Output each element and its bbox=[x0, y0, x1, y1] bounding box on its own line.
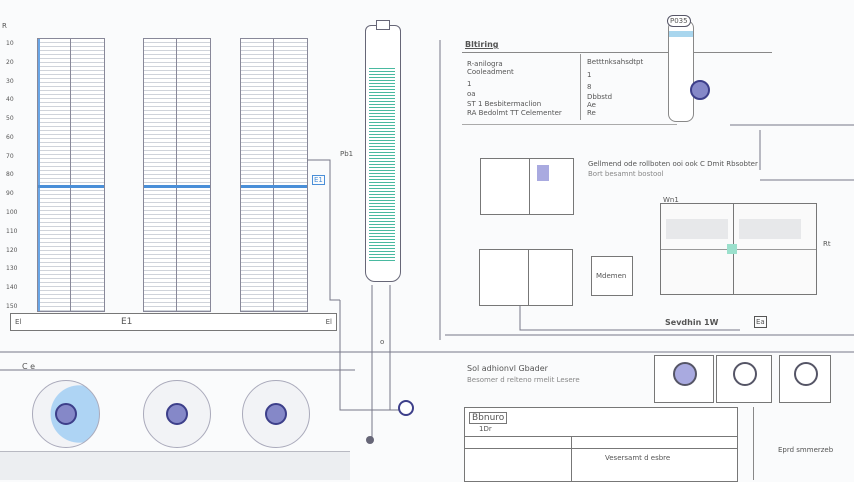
mid-heading: Gellmend ode rollboten ooi ook C Dmit Rb… bbox=[588, 160, 758, 168]
axis-label: 130 bbox=[6, 265, 18, 273]
item: Betttnksahsdtpt bbox=[587, 58, 644, 66]
axis-label: 70 bbox=[6, 152, 14, 160]
signal-icon bbox=[794, 362, 818, 386]
gauge-label: C e bbox=[22, 362, 36, 371]
axis-label: 90 bbox=[6, 190, 14, 198]
axis-label: 30 bbox=[6, 77, 14, 85]
module-1 bbox=[480, 158, 574, 215]
bar-left-label: El bbox=[15, 318, 22, 326]
corner-label: R bbox=[2, 22, 7, 30]
tube-cap: P035 bbox=[667, 15, 691, 27]
rack-3 bbox=[240, 38, 308, 312]
item: R-anilogra bbox=[467, 60, 503, 68]
rack-2 bbox=[143, 38, 211, 312]
item: 1 bbox=[467, 80, 472, 88]
axis-label: 20 bbox=[6, 58, 14, 66]
gauge-2 bbox=[143, 380, 211, 448]
bottom-subheading: Besomer d relteno rmelit Lesere bbox=[467, 376, 580, 384]
column-packing bbox=[369, 66, 395, 261]
icon-button-1[interactable] bbox=[654, 355, 714, 403]
right-label: Rt bbox=[823, 240, 831, 248]
item: 1 bbox=[587, 71, 592, 79]
axis-label: 100 bbox=[6, 209, 18, 217]
gauge-1 bbox=[32, 380, 100, 448]
bar-right-label: El bbox=[325, 318, 332, 326]
axis-label: 40 bbox=[6, 96, 14, 104]
axis-label: 140 bbox=[6, 284, 18, 292]
icon-button-3[interactable] bbox=[779, 355, 831, 403]
user-icon bbox=[673, 362, 697, 386]
side-tag: E1 bbox=[312, 175, 325, 185]
gauge-3 bbox=[242, 380, 310, 448]
axis-label: 120 bbox=[6, 246, 18, 254]
item: RA Bedolmt TT Celementer bbox=[467, 109, 562, 117]
bar-center-label: E1 bbox=[121, 317, 133, 327]
item: Cooleadment bbox=[467, 68, 514, 76]
footer-strip bbox=[0, 452, 350, 480]
rack-base-bar: El E1 El bbox=[10, 313, 337, 331]
footer-tag: Ea bbox=[754, 316, 767, 328]
data-table: Bbnuro 1Dr Vesersamt d esbre bbox=[464, 407, 738, 482]
top-panel-title: Bltiring bbox=[465, 40, 499, 49]
top-right-tube: P035 bbox=[667, 15, 694, 122]
axis-label: 150 bbox=[6, 302, 18, 310]
bottom-heading: Sol adhionvl Gbader bbox=[467, 364, 548, 373]
axis-label: 10 bbox=[6, 40, 14, 47]
item: Dbbstd bbox=[587, 93, 613, 101]
item: oa bbox=[467, 90, 476, 98]
status-dot bbox=[690, 80, 710, 100]
mid-subheading: Bort besamnt bostool bbox=[588, 170, 664, 178]
table-cell: Vesersamt d esbre bbox=[605, 454, 671, 462]
axis-label: 50 bbox=[6, 115, 14, 123]
plant-label: Wn1 bbox=[663, 196, 679, 204]
y-axis-labels: 10 20 30 40 50 60 70 80 90 100 110 120 1… bbox=[6, 40, 30, 310]
axis-label: 60 bbox=[6, 133, 14, 141]
icon-button-2[interactable] bbox=[716, 355, 772, 403]
column-tube bbox=[365, 20, 401, 282]
top-panel: Bltiring R-anilogra Cooleadment 1 oa ST … bbox=[462, 38, 772, 126]
item: ST 1 Besbitermaclion bbox=[467, 100, 542, 108]
column-side-label: Pb1 bbox=[340, 150, 354, 158]
item: Re bbox=[587, 109, 596, 117]
item: 8 bbox=[587, 83, 592, 91]
module-2 bbox=[479, 249, 573, 306]
table-title: Bbnuro bbox=[469, 412, 508, 424]
mdemen-label: Mdemen bbox=[596, 272, 627, 280]
item: Ae bbox=[587, 101, 596, 109]
side-text: Eprd smmerzeb bbox=[778, 446, 834, 454]
plant-box: Wn1 bbox=[660, 196, 817, 295]
column-tag: o bbox=[380, 338, 385, 346]
axis-label: 110 bbox=[6, 227, 18, 235]
headset-icon bbox=[733, 362, 757, 386]
mdemen-box: Mdemen bbox=[591, 256, 633, 296]
axis-label: 80 bbox=[6, 171, 14, 179]
footer-label: Sevdhin 1W bbox=[665, 318, 719, 327]
rack-1 bbox=[37, 38, 105, 312]
table-sub: 1Dr bbox=[479, 425, 492, 433]
